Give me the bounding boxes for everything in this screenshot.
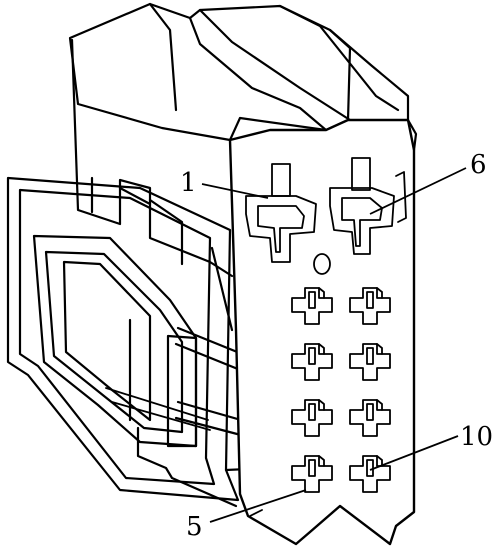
bottom-notch [249,509,263,517]
leader-6 [369,167,467,215]
terminal-cavity [349,455,391,493]
leader-5 [209,489,307,523]
leader-10 [369,435,459,471]
terminal-cavity [349,287,391,325]
callout-1: 1 [180,168,197,198]
terminal-cavity [349,399,391,437]
terminal-cavity [291,399,333,437]
front-face [228,118,418,546]
leader-lines [201,167,467,523]
callout-5: 5 [186,512,203,542]
terminal-grid [291,287,391,493]
callout-6: 6 [470,150,487,180]
terminal-cavity [291,287,333,325]
side-latch [6,176,240,502]
terminal-cavity [349,343,391,381]
terminal-cavity [291,455,333,493]
callout-10: 10 [460,422,494,452]
leader-1 [201,183,269,199]
terminal-cavity [291,343,333,381]
